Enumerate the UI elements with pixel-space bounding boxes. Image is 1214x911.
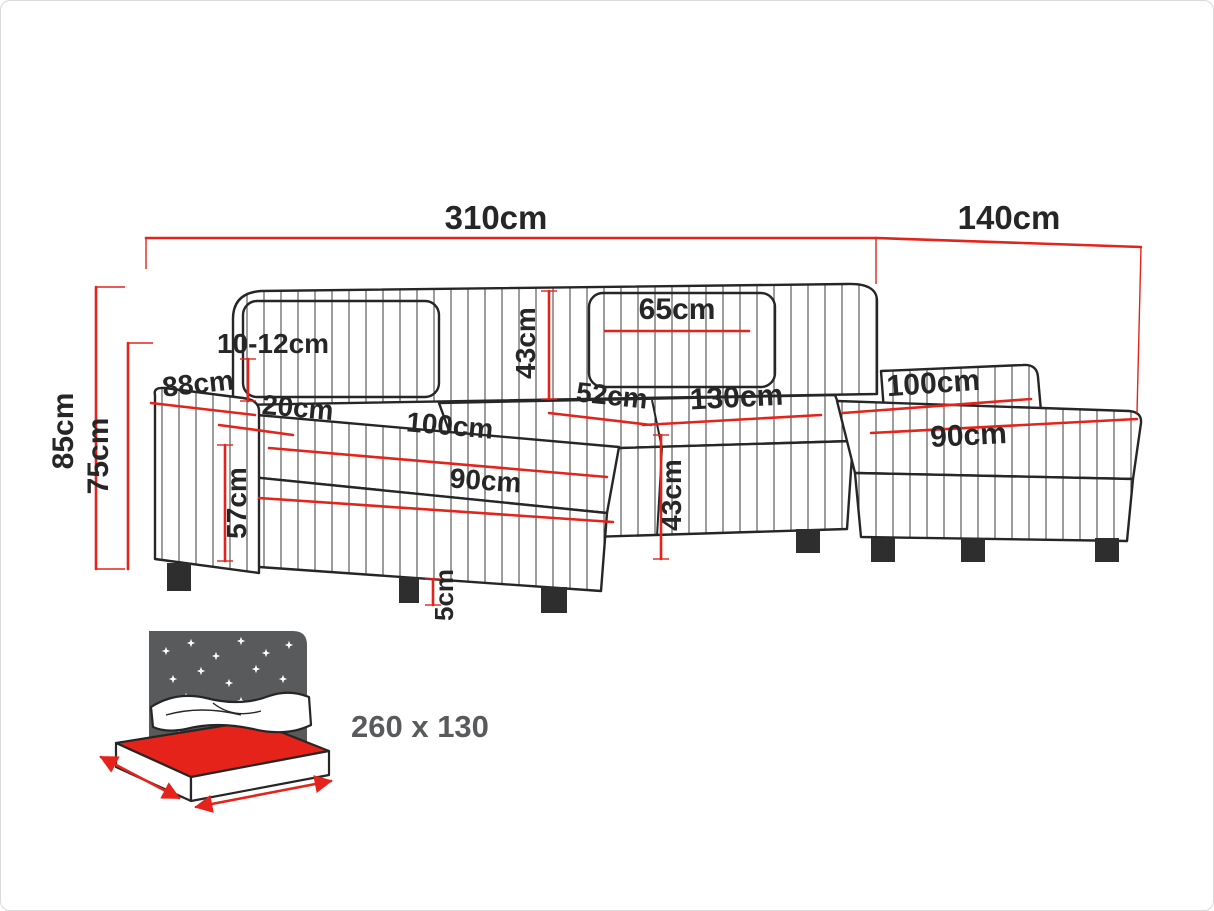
dim-label-seat-depth: 43cm <box>656 459 687 531</box>
dim-line-left-chaise-depth <box>257 496 615 524</box>
dim-label-left-chaise-depth: 90cm <box>449 463 523 499</box>
dimension-labels: 310cm 140cm 85cm 75cm 88cm 10-12cm 20cm … <box>47 199 1060 621</box>
left-armrest <box>153 386 261 575</box>
mattress-width-arrow <box>194 775 333 813</box>
sofa-legs <box>167 529 1119 613</box>
back-cushion-left <box>241 299 441 399</box>
sleeping-function-icon: 260 x 130 <box>99 631 489 813</box>
dim-label-backrest-height: 43cm <box>510 307 541 379</box>
dim-line-armrest-width <box>217 423 295 437</box>
sofa-leg <box>871 538 895 562</box>
dim-label-cushion-thickness: 10-12cm <box>217 328 329 359</box>
dim-line-left-chaise-width <box>267 446 609 479</box>
dim-label-right-chaise-depth: 90cm <box>929 417 1007 454</box>
dim-label-armrest-width: 20cm <box>261 389 335 426</box>
sofa-leg <box>167 563 191 591</box>
dim-label-right-chaise-width: 100cm <box>886 364 981 403</box>
right-chaise-top <box>835 399 1143 481</box>
dim-label-backrest-floor-height: 75cm <box>82 418 115 495</box>
blanket-fold <box>212 702 262 715</box>
dimension-lines <box>94 236 1143 607</box>
dim-label-armrest-depth: 88cm <box>161 364 235 402</box>
dim-line-center-seat-width <box>641 413 823 427</box>
dim-label-total-height: 85cm <box>47 393 80 470</box>
dim-ext <box>1136 246 1142 414</box>
dim-label-total-width: 310cm <box>445 199 548 236</box>
dim-label-center-seat-width: 130cm <box>689 379 784 417</box>
dim-label-leg-height: 5cm <box>429 569 459 621</box>
back-cushion-right <box>587 291 777 389</box>
sofa-leg <box>399 577 419 603</box>
dim-line-side-depth <box>874 236 1143 249</box>
mattress-depth-arrow <box>99 755 181 800</box>
dim-label-seat-width-small: 52cm <box>575 376 649 414</box>
sofa-drawing <box>153 282 1143 613</box>
sleeping-area-size-label: 260 x 130 <box>351 709 489 744</box>
sofa-leg <box>1095 538 1119 562</box>
right-chaise-front <box>853 471 1135 543</box>
sofa-leg <box>541 587 567 613</box>
dim-label-side-depth: 140cm <box>958 199 1061 236</box>
dim-line-seat-width-small <box>547 411 653 427</box>
sofa-leg <box>796 529 820 553</box>
dim-line-right-chaise-width <box>841 397 1033 415</box>
dim-label-left-chaise-width: 100cm <box>405 406 495 444</box>
sofa-leg <box>961 538 985 562</box>
dim-line-armrest-depth <box>149 401 257 417</box>
dim-label-back-cushion-width: 65cm <box>639 293 716 326</box>
dim-line-right-chaise-depth <box>869 417 1139 435</box>
dim-label-seat-height: 57cm <box>221 467 252 539</box>
